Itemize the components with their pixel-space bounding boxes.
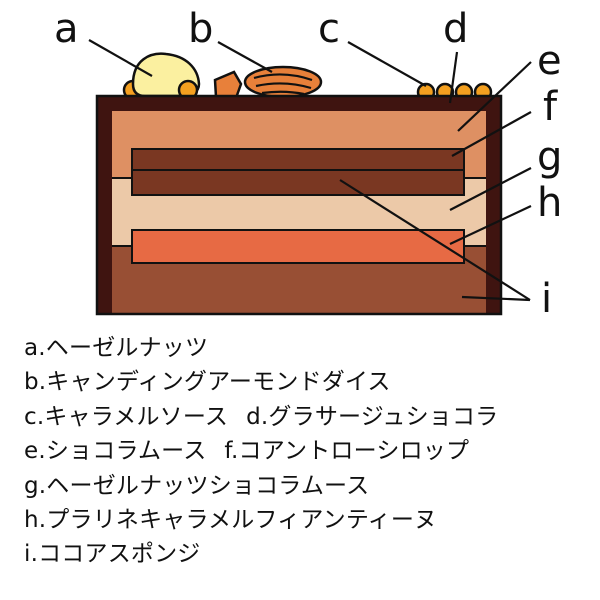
leader-line-d bbox=[448, 51, 459, 104]
legend-item-g: g.ヘーゼルナッツショコラムース bbox=[24, 472, 370, 499]
cointreau-syrup-sheet bbox=[131, 169, 465, 196]
label-a: a bbox=[54, 6, 79, 52]
legend-item-d: d.グラサージュショコラ bbox=[246, 403, 499, 430]
almond-dice bbox=[213, 70, 243, 100]
leader-line-i-2 bbox=[461, 295, 531, 302]
legend-line-6: h.プラリネキャラメルフィアンティーヌ bbox=[24, 503, 594, 537]
leader-line-h bbox=[449, 205, 532, 245]
leader-line-f bbox=[451, 111, 532, 157]
label-e: e bbox=[537, 38, 562, 84]
label-g: g bbox=[537, 134, 562, 180]
label-f: f bbox=[543, 84, 558, 130]
legend-line-2: b.キャンディングアーモンドダイス bbox=[24, 365, 594, 399]
legend-item-b: b.キャンディングアーモンドダイス bbox=[24, 369, 391, 396]
label-c: c bbox=[318, 6, 340, 52]
legend-item-a: a.ヘーゼルナッツ bbox=[24, 335, 209, 361]
label-h: h bbox=[537, 180, 562, 226]
almond-ridge bbox=[261, 90, 305, 96]
praline-feuilletine-layer bbox=[131, 229, 465, 264]
legend-item-i: i.ココアスポンジ bbox=[24, 541, 201, 568]
legend-line-4: e.ショコラムース f.コアントローシロップ bbox=[24, 434, 594, 468]
cointreau-syrup-sheet bbox=[131, 148, 465, 171]
legend-line-5: g.ヘーゼルナッツショコラムース bbox=[24, 469, 594, 503]
legend-line-3: c.キャラメルソース d.グラサージュショコラ bbox=[24, 400, 594, 434]
legend-item-e: e.ショコラムース bbox=[24, 438, 207, 465]
leader-line-b bbox=[217, 41, 273, 73]
legend: a.ヘーゼルナッツ b.キャンディングアーモンドダイス c.キャラメルソース d.… bbox=[24, 331, 594, 572]
legend-item-h: h.プラリネキャラメルフィアンティーヌ bbox=[24, 507, 438, 534]
label-b: b bbox=[188, 6, 213, 52]
leader-line-a bbox=[88, 39, 153, 77]
almond-ridge bbox=[253, 73, 313, 82]
legend-line-1: a.ヘーゼルナッツ bbox=[24, 331, 594, 365]
leader-line-i-1 bbox=[339, 179, 531, 301]
legend-line-7: i.ココアスポンジ bbox=[24, 537, 594, 571]
legend-item-f: f.コアントローシロップ bbox=[224, 438, 470, 465]
label-i: i bbox=[541, 276, 552, 322]
label-d: d bbox=[443, 6, 468, 52]
leader-lines bbox=[88, 39, 532, 302]
almond-ridge bbox=[255, 82, 312, 90]
hazelnut-topping-group bbox=[122, 52, 201, 101]
legend-item-c: c.キャラメルソース bbox=[24, 403, 229, 430]
leader-line-e bbox=[457, 61, 532, 132]
candied-almond-group bbox=[213, 65, 323, 100]
cake-outline bbox=[95, 94, 503, 316]
cake-body bbox=[95, 94, 503, 316]
leader-line-c bbox=[347, 41, 427, 87]
cake-cross-section-diagram: a b c d e f g h i bbox=[54, 6, 562, 322]
letter-labels: a b c d e f g h i bbox=[54, 6, 562, 322]
leader-line-g bbox=[449, 167, 532, 211]
